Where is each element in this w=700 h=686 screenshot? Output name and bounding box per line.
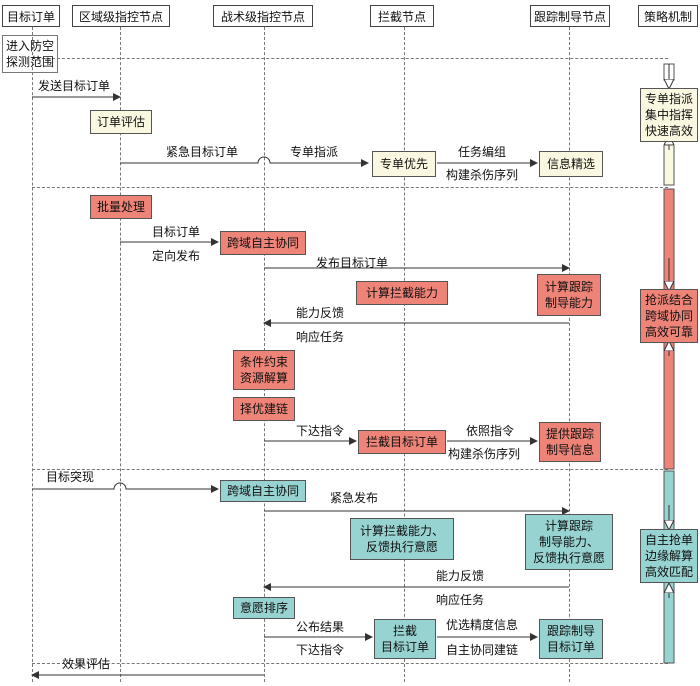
- label-urgent-order: 紧急目标订单: [166, 145, 239, 159]
- enter-detection-box: 进入防空 探测范围: [2, 35, 58, 73]
- intercept-order-box: 拦截目标订单: [358, 430, 446, 454]
- strategy-box-2: 抢派结合 跨域协同 高效可靠: [640, 289, 698, 343]
- label-publish-order: 发布目标订单: [316, 256, 389, 270]
- cross-domain-box-1: 跨域自主协同: [220, 231, 306, 255]
- label-issue-cmd: 下达指令: [296, 424, 345, 438]
- label-issue-cmd-3: 下达指令: [296, 643, 345, 657]
- constraint-box: 条件约束 资源解算: [233, 350, 295, 390]
- arrow-urgent-order: [120, 156, 369, 167]
- label-respond-task-3: 响应任务: [436, 593, 485, 607]
- strategy-bar-cream: [663, 144, 675, 186]
- label-according-cmd: 依照指令: [466, 424, 515, 438]
- header-tactical: 战术级指控节点: [213, 5, 313, 27]
- lifeline-regional: [120, 27, 121, 682]
- dedicated-priority-box: 专单优先: [372, 151, 436, 177]
- phase-separator-2: [32, 187, 668, 188]
- phase-separator-3: [32, 469, 668, 470]
- strategy-box-3: 自主抢单 边缘解算 高效匹配: [640, 529, 698, 583]
- header-tracking: 跟踪制导节点: [530, 5, 610, 27]
- label-capability-fb: 能力反馈: [296, 306, 345, 320]
- calc-track-willing-box: 计算跟踪 制导能力、 反馈执行意愿: [525, 514, 613, 570]
- label-dedicated-assign: 专单指派: [290, 145, 339, 159]
- label-target-order: 目标订单: [152, 225, 201, 239]
- header-regional: 区域级指控节点: [72, 5, 170, 27]
- order-eval-box: 订单评估: [90, 110, 152, 134]
- label-send-order: 发送目标订单: [38, 79, 111, 93]
- header-target-order: 目标订单: [2, 5, 60, 27]
- label-directed-publish: 定向发布: [152, 249, 201, 263]
- calc-track-box: 计算跟踪 制导能力: [537, 274, 601, 316]
- label-kill-chain-1: 构建杀伤序列: [446, 168, 519, 182]
- cross-domain-box-2: 跨域自主协同: [220, 480, 306, 502]
- lifeline-tracking: [569, 27, 570, 682]
- lifeline-intercept: [404, 27, 405, 682]
- batch-process-box: 批量处理: [90, 195, 152, 219]
- label-publish-result: 公布结果: [296, 620, 345, 634]
- calc-intercept-box: 计算拦截能力: [356, 281, 448, 305]
- phase-separator-1: [32, 58, 668, 59]
- intercept-order-box-3: 拦截 目标订单: [374, 619, 436, 659]
- track-order-box: 跟踪制导 目标订单: [539, 619, 603, 659]
- label-capability-fb-3: 能力反馈: [436, 569, 485, 583]
- label-select-precision: 优选精度信息: [446, 618, 519, 632]
- header-intercept: 拦截节点: [370, 5, 434, 27]
- label-breakthrough: 目标突现: [46, 470, 95, 484]
- strategy-box-1: 专单指派 集中指挥 快速高效: [640, 88, 698, 142]
- arrow-breakthrough: [32, 482, 219, 493]
- label-urgent-publish: 紧急发布: [330, 491, 379, 505]
- header-strategy: 策略机制: [638, 5, 698, 27]
- phase-separator-4: [32, 663, 668, 664]
- provide-track-box: 提供跟踪 制导信息: [539, 422, 601, 462]
- label-respond-task: 响应任务: [296, 330, 345, 344]
- label-auto-chain: 自主协同建链: [446, 643, 519, 657]
- info-select-box: 信息精选: [539, 151, 603, 177]
- label-task-compile: 任务编组: [458, 145, 507, 159]
- label-effect-eval: 效果评估: [62, 657, 111, 671]
- lifeline-target-order: [32, 27, 33, 682]
- label-kill-chain-2: 构建杀伤序列: [448, 447, 521, 461]
- willing-sort-box: 意愿排序: [233, 597, 295, 619]
- select-chain-box: 择优建链: [233, 397, 295, 421]
- calc-intercept-willing-box: 计算拦截能力、 反馈执行意愿: [350, 518, 454, 560]
